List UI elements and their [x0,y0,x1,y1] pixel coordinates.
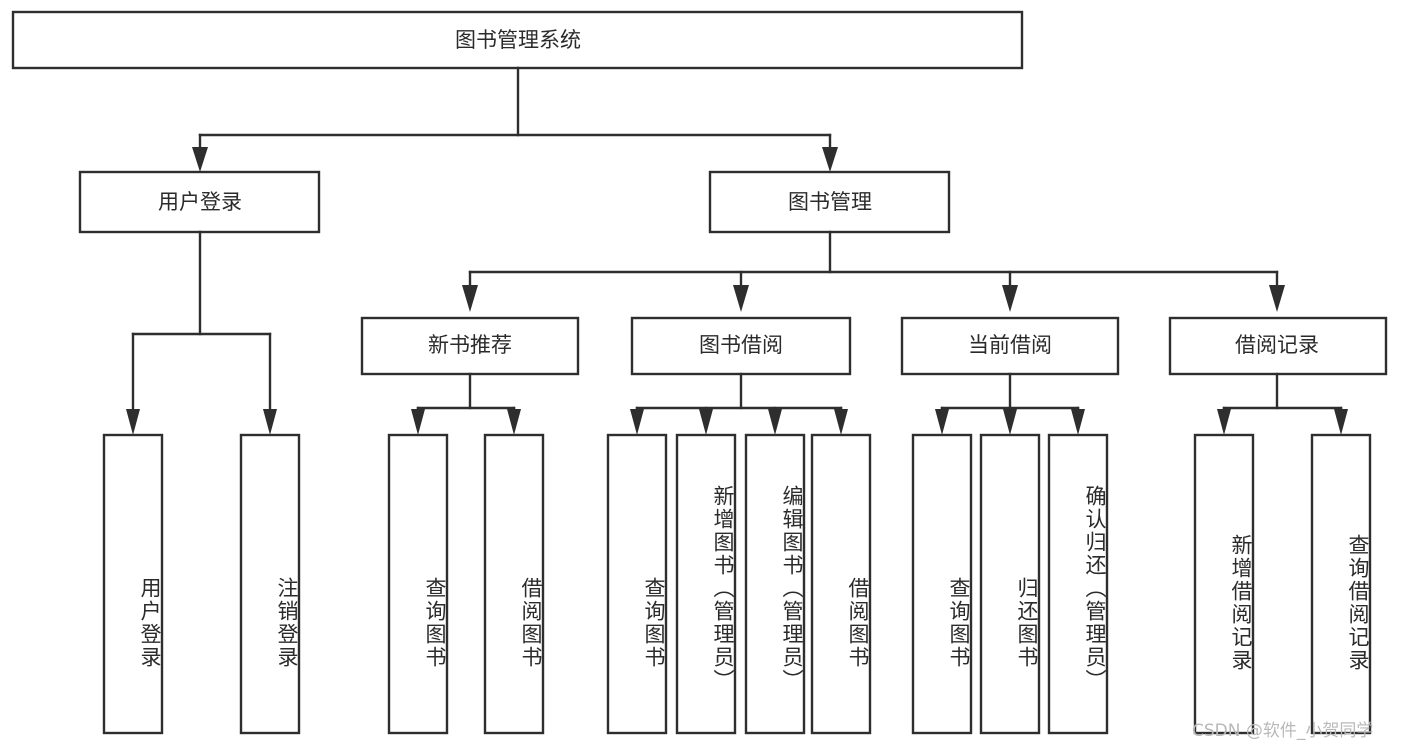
arrow-head-icon [411,409,425,435]
connector-book-borrow-to-leaves [630,372,848,435]
arrow-head-icon [822,147,838,172]
current-borrow-label: 当前借阅 [968,333,1052,357]
leaf-box-edit-book-admin[interactable] [744,433,806,735]
new-book-recommend-label: 新书推荐 [428,333,512,357]
arrow-head-icon [935,409,949,435]
node-user-login[interactable]: 用户登录 [78,170,321,234]
leaf-box-borrow-book[interactable] [810,433,872,735]
arrow-head-icon [733,285,749,312]
connector-borrow-record-to-leaves [1217,372,1348,435]
arrow-head-icon [263,409,277,435]
root-label: 图书管理系统 [455,28,581,52]
arrow-head-icon [768,409,782,435]
user-login-box[interactable] [78,170,321,234]
arrow-head-icon [462,285,478,312]
leaf-box-logout[interactable] [239,433,301,735]
arrow-head-icon [192,147,208,172]
node-book-management[interactable]: 图书管理 [708,170,951,234]
leaf-box-user-login[interactable] [102,433,164,735]
node-current-borrow[interactable]: 当前借阅 [900,316,1120,376]
connector-new-book-recommend-to-leaves [411,372,521,435]
leaf-box-query-book-current[interactable] [911,433,973,735]
node-borrow-record[interactable]: 借阅记录 [1168,316,1388,376]
node-book-borrow[interactable]: 图书借阅 [630,316,852,376]
borrow-record-label: 借阅记录 [1235,333,1319,357]
arrow-head-icon [1002,285,1018,312]
user-login-label: 用户登录 [158,190,242,214]
connector-book-management-to-level3 [462,230,1285,312]
arrow-head-icon [1071,409,1085,435]
arrow-head-icon [834,409,848,435]
leaf-box-return-book[interactable] [979,433,1041,735]
node-new-book-recommend[interactable]: 新书推荐 [360,316,580,376]
arrow-head-icon [1003,409,1017,435]
book-management-label: 图书管理 [788,190,872,214]
leaf-box-borrow-book-rec[interactable] [483,433,545,735]
arrow-head-icon [1334,409,1348,435]
watermark: CSDN @软件_小贺同学 [1192,721,1374,741]
node-root[interactable]: 图书管理系统 [11,10,1024,70]
arrow-head-icon [1217,409,1231,435]
root-box[interactable] [11,10,1024,70]
arrow-head-icon [630,409,644,435]
new-book-recommend-box[interactable] [360,316,580,376]
leaf-box-query-book-borrow[interactable] [606,433,668,735]
current-borrow-box[interactable] [900,316,1120,376]
leaf-box-add-book-admin[interactable] [675,433,737,735]
connector-current-borrow-to-leaves [935,372,1085,435]
leaf-box-query-borrow-record[interactable] [1310,433,1372,735]
connector-user-login-to-leaves [126,230,277,435]
arrow-head-icon [126,409,140,435]
connector-root-to-level2 [192,66,838,172]
arrow-head-icon [699,409,713,435]
arrow-head-icon [507,409,521,435]
leaf-box-add-borrow-record[interactable] [1193,433,1255,735]
arrow-head-icon [1269,285,1285,312]
leaf-box-confirm-return-admin[interactable] [1047,433,1109,735]
leaf-box-query-book-rec[interactable] [387,433,449,735]
book-borrow-label: 图书借阅 [699,333,783,357]
